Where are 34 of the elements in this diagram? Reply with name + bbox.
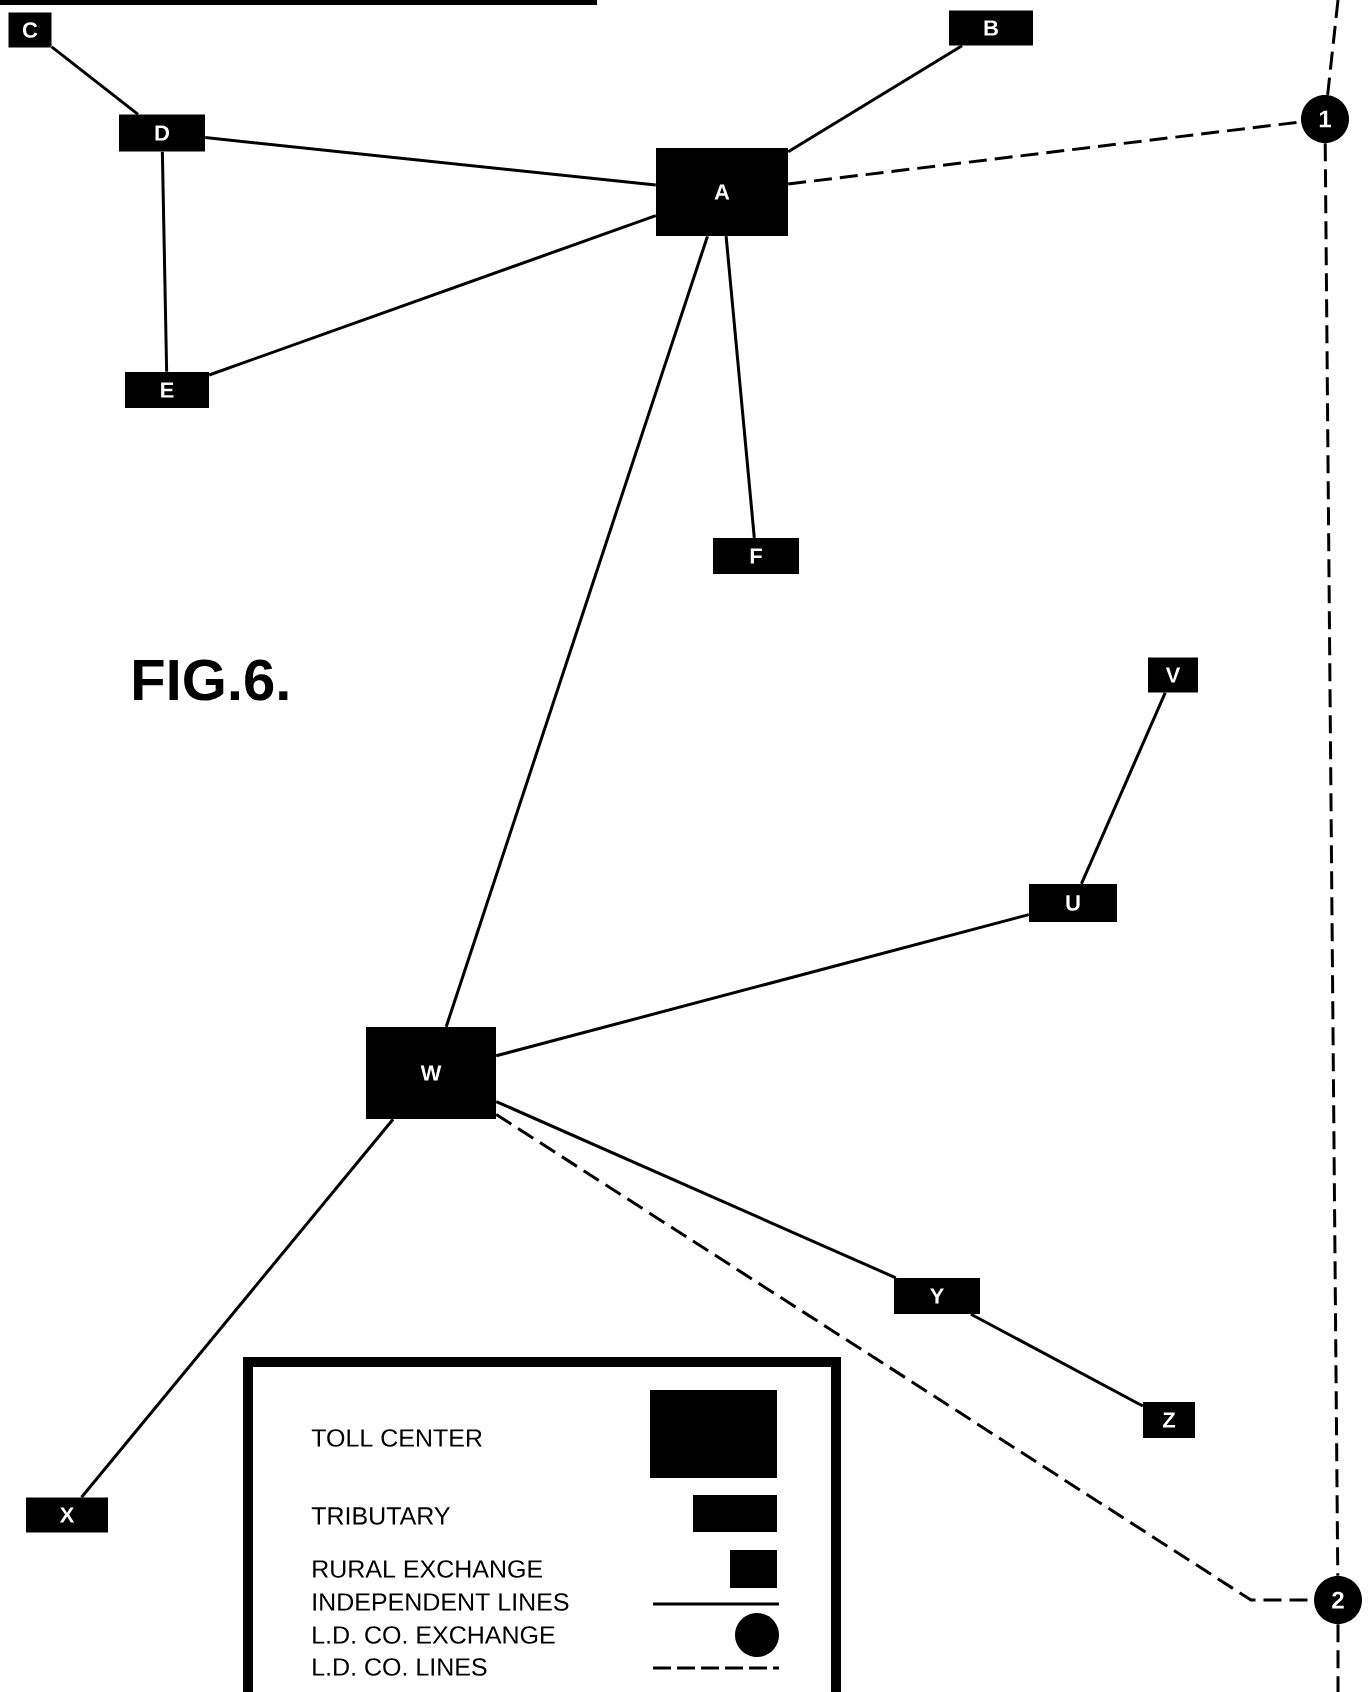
exchange-box: V <box>1148 657 1198 693</box>
exchange-box: F <box>713 538 799 574</box>
line <box>787 44 963 153</box>
dashed-line <box>1326 0 1340 96</box>
figure-title: FIG.6. <box>134 659 288 701</box>
exchange-box: D <box>119 114 205 152</box>
dashed-line <box>1323 143 1340 1576</box>
line <box>495 1100 897 1280</box>
line <box>50 45 139 116</box>
line <box>444 235 709 1028</box>
exchange-box: Z <box>1143 1402 1195 1438</box>
line <box>1080 692 1167 885</box>
legend-text: TRIBUTARY <box>311 1507 450 1525</box>
line <box>970 1312 1144 1408</box>
line <box>208 214 657 377</box>
legend-text: L.D. CO. LINES <box>313 1658 487 1676</box>
exchange-box: A <box>656 148 788 236</box>
exchange-box: Y <box>894 1278 980 1314</box>
exchange-box: X <box>26 1497 108 1533</box>
exchange-box: W <box>366 1027 496 1119</box>
exchange-box: U <box>1029 884 1117 922</box>
exchange-box: E <box>125 372 209 408</box>
line <box>80 1118 395 1499</box>
exchange-box: C <box>8 12 52 48</box>
legend-text: INDEPENDENT LINES <box>313 1593 569 1611</box>
line <box>495 913 1030 1058</box>
exchange-box: B <box>949 10 1033 46</box>
line <box>160 151 169 372</box>
legend-text: TOLL CENTER <box>311 1429 482 1447</box>
legend-text: RURAL EXCHANGE <box>313 1560 543 1578</box>
legend-text: L.D. CO. EXCHANGE <box>313 1626 555 1644</box>
line <box>724 236 756 538</box>
line <box>205 136 656 187</box>
dashed-line <box>1336 1624 1340 1692</box>
